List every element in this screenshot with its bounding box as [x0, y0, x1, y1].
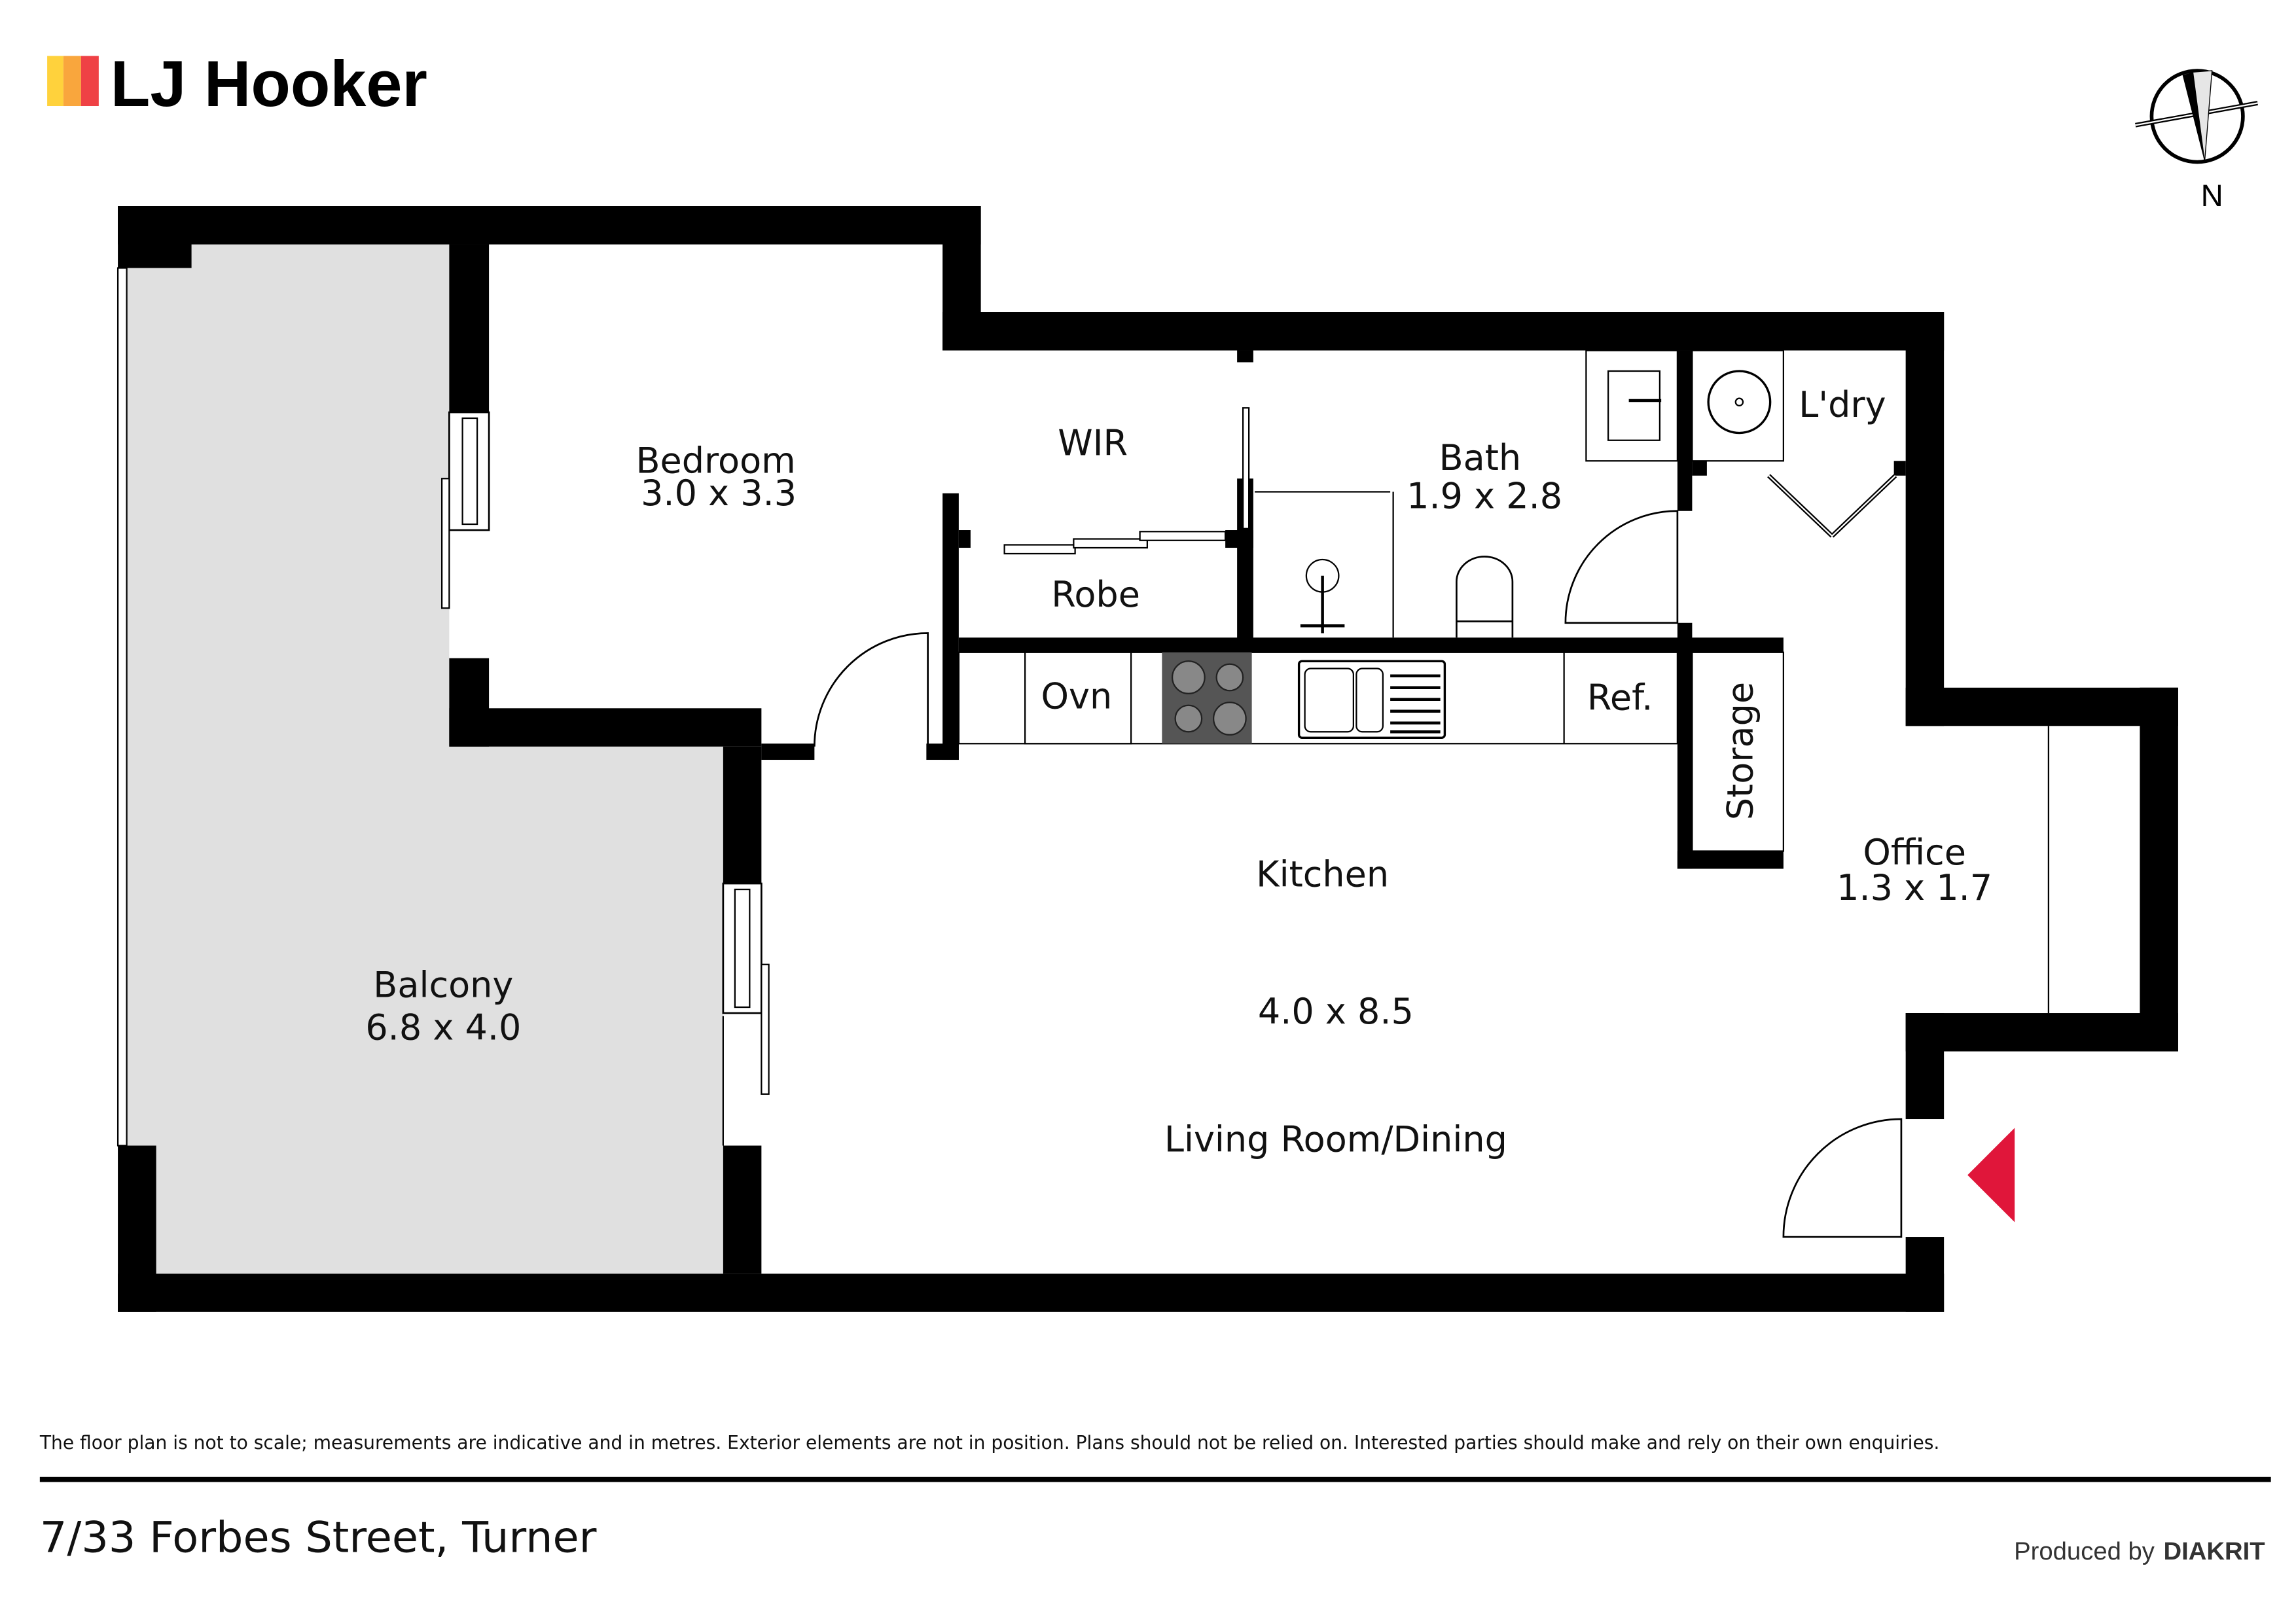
- disclaimer-text: The floor plan is not to scale; measurem…: [39, 1432, 1939, 1454]
- walls: [117, 206, 2178, 1312]
- room-labels: Bedroom 3.0 x 3.3 WIR Robe Bath 1.9 x 2.…: [365, 384, 1992, 1160]
- balcony-label: Balcony: [373, 964, 513, 1005]
- living-size: 4.0 x 8.5: [1258, 991, 1414, 1032]
- property-address: 7/33 Forbes Street, Turner: [40, 1513, 597, 1563]
- living-label: Living Room/Dining: [1164, 1119, 1507, 1160]
- robe-label: Robe: [1051, 574, 1140, 615]
- bath-label: Bath: [1439, 437, 1522, 478]
- basin-icon: [1607, 370, 1661, 441]
- balcony-area: [126, 244, 723, 1274]
- bedroom-label: Bedroom: [636, 440, 795, 481]
- footer-divider: [39, 1476, 2271, 1482]
- producer-logo: DIAKRIT: [2164, 1537, 2265, 1565]
- fixtures: [958, 349, 1785, 745]
- compass-north-label: N: [2201, 179, 2223, 213]
- kitchen-label: Kitchen: [1256, 854, 1389, 895]
- laundry-tub-icon: [1707, 370, 1772, 435]
- produced-by-label: Produced by: [2014, 1537, 2155, 1565]
- fridge-label: Ref.: [1587, 677, 1653, 719]
- lj-hooker-logo: LJ Hooker: [47, 47, 427, 120]
- entry-marker-icon: [1967, 1128, 2015, 1222]
- bedroom-size: 3.0 x 3.3: [641, 473, 797, 514]
- bath-size: 1.9 x 2.8: [1407, 475, 1562, 516]
- doors: [814, 407, 1903, 1238]
- sink-icon: [1297, 660, 1446, 739]
- north-compass-icon: N: [2135, 69, 2259, 213]
- storage-label: Storage: [1720, 682, 1761, 820]
- laundry-label: L'dry: [1799, 384, 1886, 425]
- office-label: Office: [1863, 832, 1966, 873]
- office-size: 1.3 x 1.7: [1837, 867, 1992, 908]
- brand-name: LJ Hooker: [111, 47, 427, 120]
- wir-label: WIR: [1058, 422, 1128, 463]
- toilet-icon: [1456, 556, 1514, 638]
- balcony-size: 6.8 x 4.0: [365, 1007, 521, 1048]
- oven-label: Ovn: [1041, 675, 1113, 717]
